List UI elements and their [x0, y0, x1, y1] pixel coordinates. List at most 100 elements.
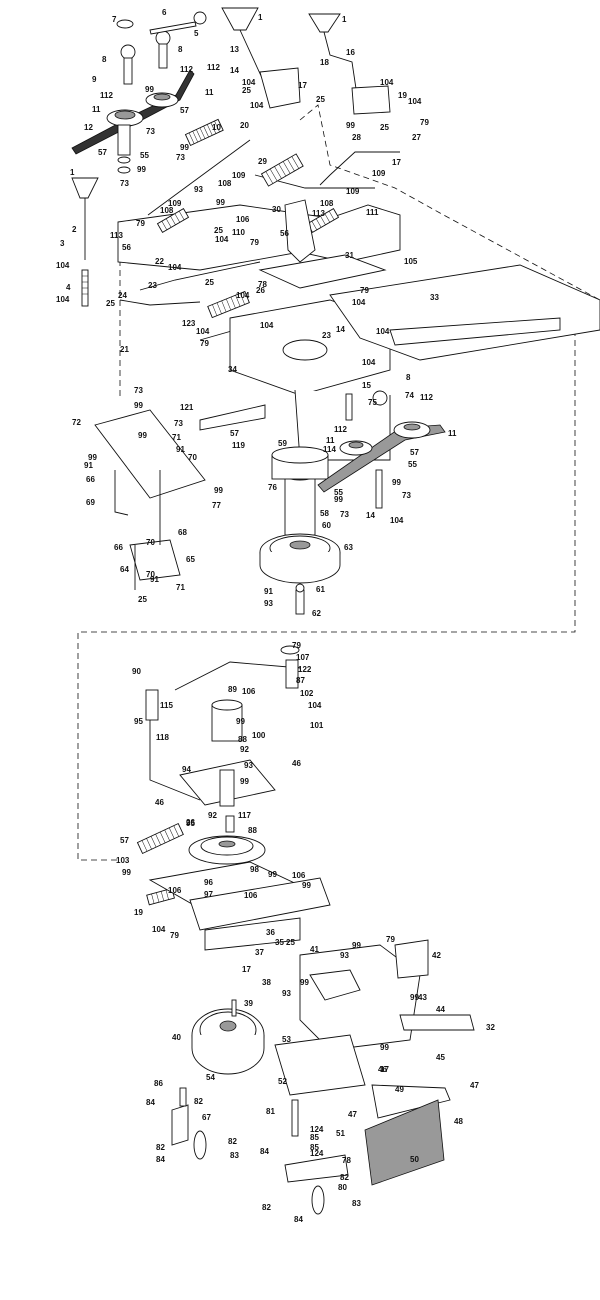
label-40: 40 [172, 1033, 181, 1042]
label-106: 106 [236, 215, 250, 224]
label-13: 13 [230, 45, 239, 54]
label-14c: 14 [366, 511, 375, 520]
label-62: 62 [312, 609, 321, 618]
label-25f: 25 [205, 278, 214, 287]
label-97: 97 [204, 890, 213, 899]
label-25h: 25 [286, 938, 295, 947]
label-86: 86 [154, 1079, 163, 1088]
label-124b: 124 [310, 1149, 324, 1158]
label-7: 7 [112, 15, 117, 24]
label-90: 90 [132, 667, 141, 676]
label-24: 24 [118, 291, 127, 300]
label-25: 25 [106, 299, 115, 308]
label-93c: 93 [244, 761, 253, 770]
label-96: 96 [204, 878, 213, 887]
label-73b: 73 [176, 153, 185, 162]
label-19b: 19 [134, 908, 143, 917]
label-46c: 46 [378, 1065, 387, 1074]
label-118: 118 [156, 733, 169, 742]
label-79g: 79 [170, 931, 179, 940]
label-92b: 92 [208, 811, 217, 820]
label-72: 72 [72, 418, 81, 427]
label-70c: 70 [146, 570, 155, 579]
label-106e: 106 [292, 871, 306, 880]
label-88: 88 [238, 735, 247, 744]
label-104f: 104 [56, 295, 70, 304]
label-84c: 84 [260, 1147, 269, 1156]
label-109d: 109 [168, 199, 182, 208]
label-106c: 106 [168, 886, 182, 895]
label-41: 41 [310, 945, 319, 954]
label-99l: 99 [236, 717, 245, 726]
label-117: 117 [238, 811, 251, 820]
label-8b: 8 [102, 55, 107, 64]
main-drive-pulley [259, 446, 341, 615]
label-102: 102 [300, 689, 314, 698]
label-104l: 104 [352, 298, 366, 307]
label-104o: 104 [390, 516, 404, 525]
label-35: 35 [275, 938, 284, 947]
label-92: 92 [240, 745, 249, 754]
label-84: 84 [146, 1098, 155, 1107]
label-103: 103 [116, 856, 130, 865]
chassis-plate [229, 254, 600, 461]
label-109: 109 [232, 171, 246, 180]
label-73c: 73 [120, 179, 129, 188]
label-17: 17 [298, 81, 307, 90]
label-81: 81 [266, 1107, 275, 1116]
label-74: 74 [405, 391, 414, 400]
label-4: 4 [66, 283, 71, 292]
label-108b: 108 [320, 199, 334, 208]
label-112c: 112 [207, 63, 220, 72]
label-123: 123 [182, 319, 196, 328]
label-44: 44 [436, 1005, 445, 1014]
label-112e: 112 [334, 425, 347, 434]
label-49: 49 [395, 1085, 404, 1094]
transaxle-assembly [191, 939, 475, 1096]
section-boundaries [77, 104, 600, 861]
label-107: 107 [296, 653, 310, 662]
label-114: 114 [323, 445, 336, 454]
label-79f: 79 [292, 641, 301, 650]
label-82e: 82 [262, 1203, 271, 1212]
label-66b: 66 [114, 543, 123, 552]
label-99k: 99 [334, 495, 343, 504]
label-106b: 106 [242, 687, 256, 696]
label-113: 113 [312, 209, 325, 218]
label-37: 37 [255, 948, 264, 957]
label-10: 10 [212, 123, 221, 132]
label-46b: 46 [155, 798, 164, 807]
label-17b: 17 [392, 158, 401, 167]
label-99f: 99 [88, 453, 97, 462]
label-25b: 25 [242, 86, 251, 95]
label-23b: 23 [322, 331, 331, 340]
label-91b: 91 [176, 445, 185, 454]
label-9: 9 [92, 75, 97, 84]
label-104d: 104 [408, 97, 422, 106]
label-99t: 99 [300, 978, 309, 987]
label-95: 95 [186, 819, 195, 828]
label-65: 65 [186, 555, 195, 564]
label-73f: 73 [402, 491, 411, 500]
label-20: 20 [240, 121, 249, 130]
label-70b: 70 [146, 538, 155, 547]
label-68: 68 [178, 528, 187, 537]
label-57e: 57 [120, 836, 129, 845]
label-108c: 108 [160, 206, 174, 215]
label-99n: 99 [122, 868, 131, 877]
label-66: 66 [86, 475, 95, 484]
label-94: 94 [182, 765, 191, 774]
label-11: 11 [205, 88, 214, 97]
label-99h: 99 [138, 431, 147, 440]
label-69: 69 [86, 498, 95, 507]
label-14b: 14 [336, 325, 345, 334]
handle-knob-assembly [71, 7, 359, 307]
label-22: 22 [155, 257, 164, 266]
label-19: 19 [398, 91, 407, 100]
label-99p: 99 [302, 881, 311, 890]
label-104n: 104 [362, 358, 376, 367]
label-99j: 99 [392, 478, 401, 487]
label-99g: 99 [134, 401, 143, 410]
label-5: 5 [194, 29, 199, 38]
label-82b: 82 [228, 1137, 237, 1146]
